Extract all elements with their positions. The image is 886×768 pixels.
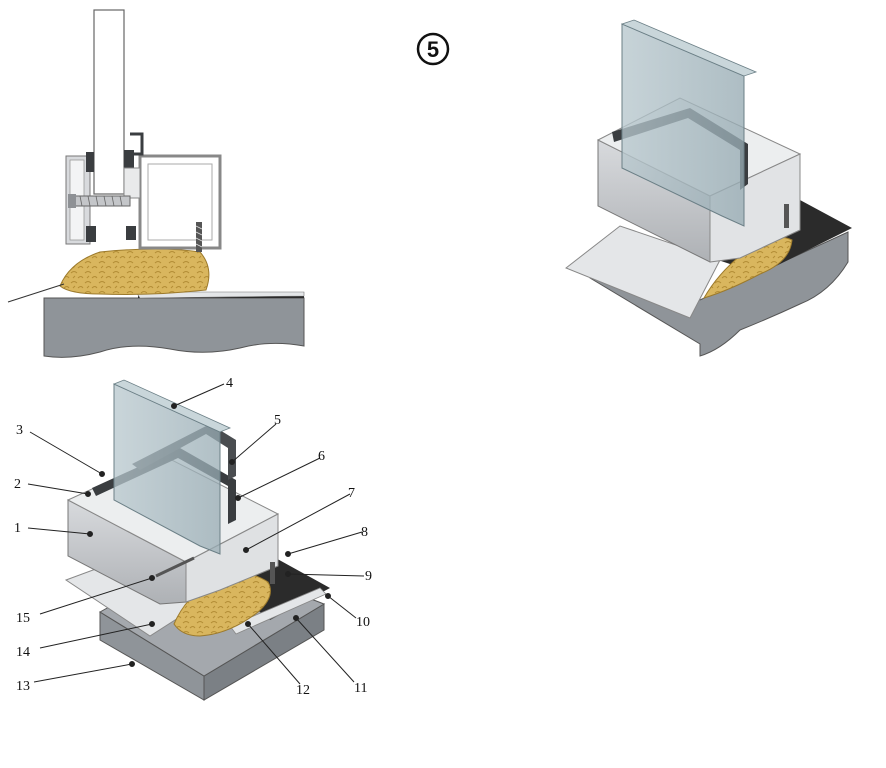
section-anchor bbox=[195, 222, 203, 252]
iso-anchor bbox=[270, 562, 275, 584]
callout-10: 10 bbox=[356, 615, 370, 630]
iso-top-anchor bbox=[784, 204, 789, 228]
callout-labels: 1 2 3 4 5 6 7 8 9 10 11 12 13 14 15 bbox=[14, 376, 372, 698]
section-gasket-outer bbox=[86, 152, 94, 172]
section-foam bbox=[59, 248, 210, 295]
iso-top-foam bbox=[702, 236, 793, 299]
callout-12: 12 bbox=[296, 683, 310, 698]
iso-view-labeled bbox=[64, 379, 330, 701]
iso-view-top bbox=[565, 19, 852, 357]
section-glass bbox=[93, 9, 125, 195]
callout-2: 2 bbox=[14, 477, 21, 492]
section-concrete-base bbox=[43, 297, 305, 358]
callout-1: 1 bbox=[14, 521, 21, 536]
callout-4: 4 bbox=[226, 376, 233, 391]
callout-13: 13 bbox=[16, 679, 30, 694]
iso-screw bbox=[155, 556, 195, 578]
callout-11: 11 bbox=[354, 681, 367, 696]
callout-3: 3 bbox=[16, 423, 23, 438]
callout-7: 7 bbox=[348, 486, 355, 501]
section-screw bbox=[68, 194, 131, 208]
callout-5: 5 bbox=[274, 413, 281, 428]
callout-9: 9 bbox=[365, 569, 372, 584]
callout-6: 6 bbox=[318, 449, 325, 464]
section-gasket-inner bbox=[124, 150, 134, 172]
step-badge-label: 5 bbox=[427, 37, 439, 62]
callout-14: 14 bbox=[16, 645, 30, 660]
section-drawing bbox=[7, 9, 305, 358]
section-sill-sheet bbox=[135, 291, 305, 299]
section-leader-line bbox=[7, 283, 65, 303]
step-badge: 5 bbox=[416, 32, 450, 66]
callout-8: 8 bbox=[361, 525, 368, 540]
callout-15: 15 bbox=[16, 611, 30, 626]
leader-lines bbox=[27, 383, 365, 685]
iso-top-concrete-front bbox=[589, 231, 849, 357]
